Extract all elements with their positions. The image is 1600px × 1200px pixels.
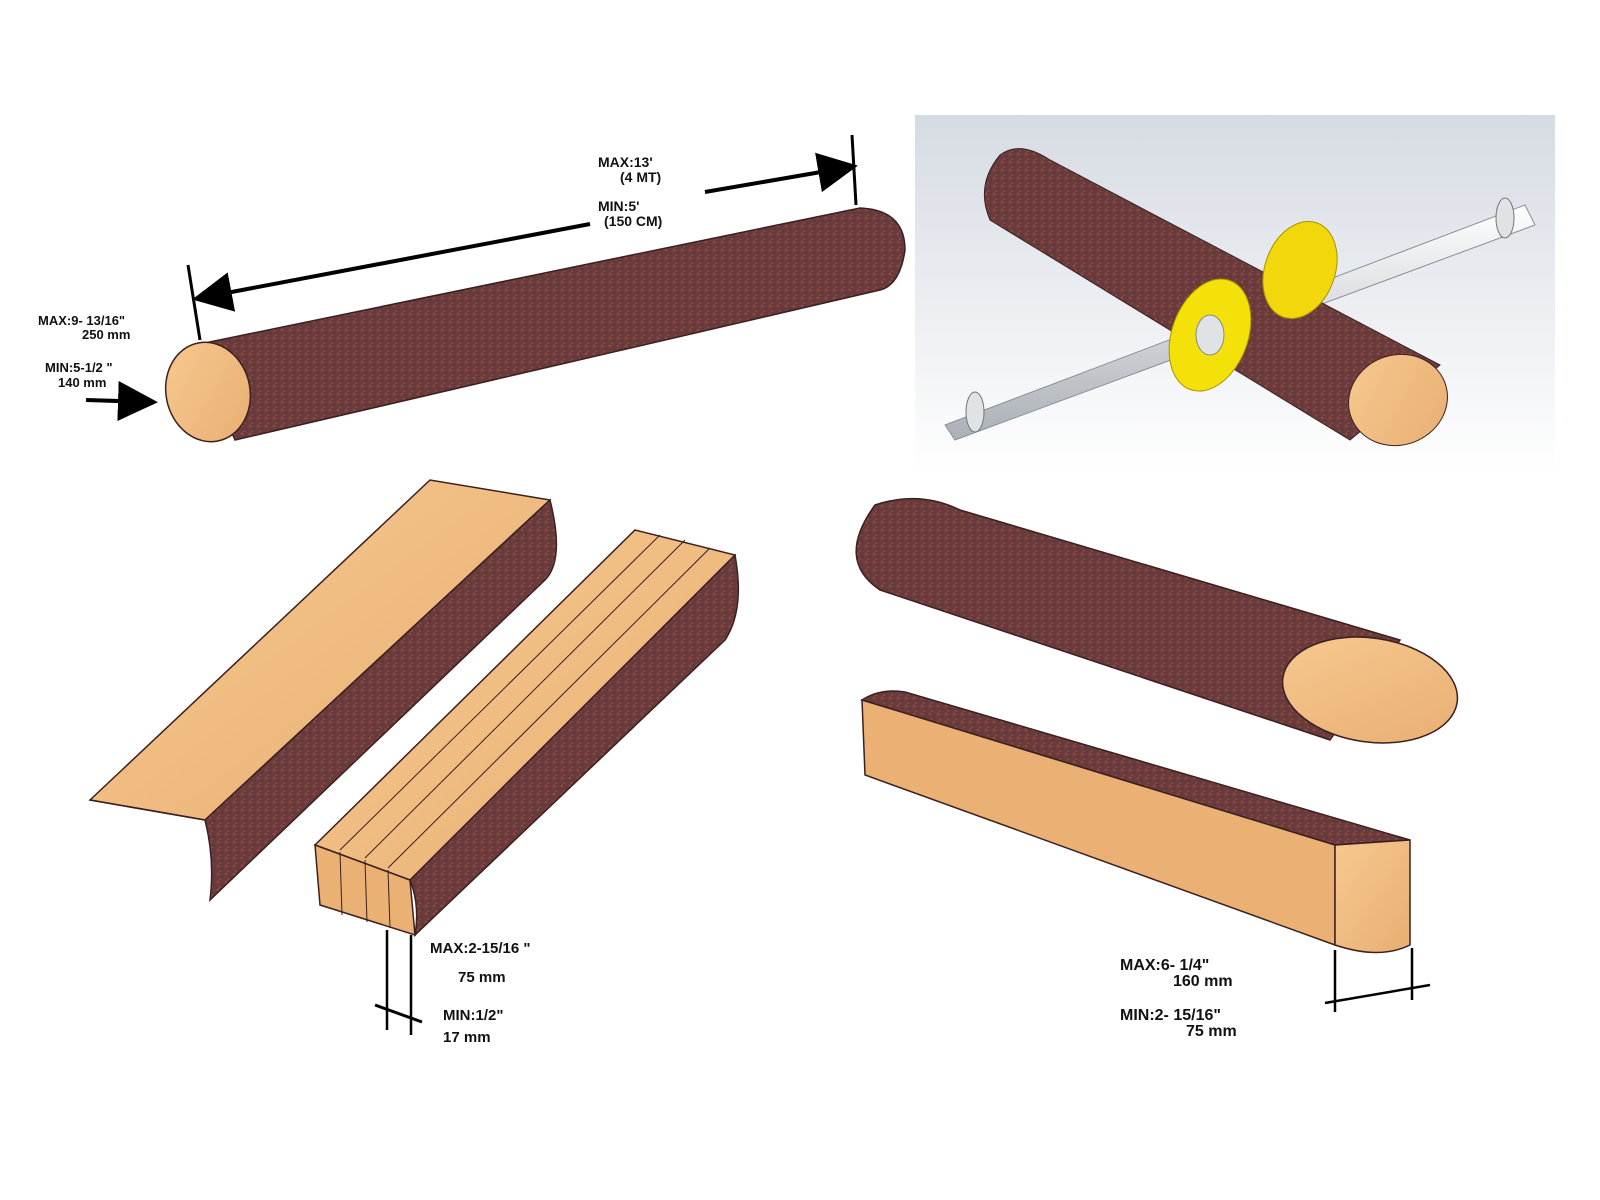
thickness-max-label: MAX:2-15/16 " <box>430 940 530 957</box>
length-max-metric-label: (4 MT) <box>620 169 661 185</box>
width-max-metric-label: 160 mm <box>1173 973 1233 990</box>
width-min-metric-label: 75 mm <box>1186 1023 1237 1040</box>
cant-board <box>860 690 1411 954</box>
sliced-boards <box>313 529 740 938</box>
length-min-label: MIN:5' <box>598 198 639 214</box>
width-min-label: MIN:2- 15/16" <box>1120 1007 1221 1024</box>
thickness-min-metric-label: 17 mm <box>443 1029 491 1046</box>
diameter-max-label: MAX:9- 13/16" <box>38 313 125 328</box>
thickness-dimension-line <box>374 930 423 1035</box>
thickness-min-label: MIN:1/2" <box>443 1007 503 1024</box>
full-log <box>164 207 906 443</box>
diameter-max-metric-label: 250 mm <box>82 327 130 342</box>
width-dimension-line <box>1324 948 1431 1012</box>
diameter-min-label: MIN:5-1/2 " <box>45 360 113 375</box>
length-min-metric-label: (150 CM) <box>604 213 662 229</box>
width-max-label: MAX:6- 1/4" <box>1120 957 1209 974</box>
thickness-max-metric-label: 75 mm <box>458 969 506 986</box>
half-log <box>855 497 1459 744</box>
diameter-min-metric-label: 140 mm <box>58 375 106 390</box>
length-dimension-line <box>85 134 858 421</box>
length-max-label: MAX:13' <box>598 154 653 170</box>
slab-board <box>88 479 558 902</box>
rendered-sawing-machine <box>915 115 1555 475</box>
